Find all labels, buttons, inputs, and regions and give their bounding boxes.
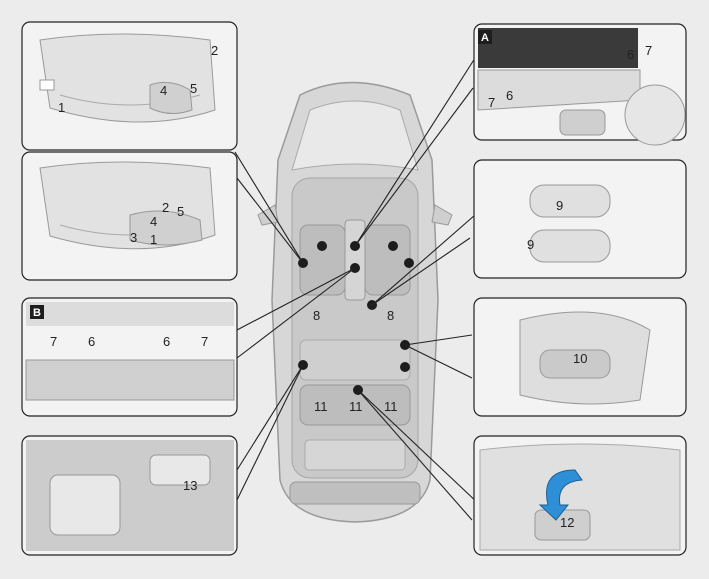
panel-rear-console: B 7 6 6 7 [21,297,238,417]
door-switch-label-13: 13 [183,478,197,493]
seat-manual-label-5: 5 [177,204,184,219]
panel-center-console: A 6 7 7 6 [473,23,687,146]
console-b-label-6-left: 6 [88,334,95,349]
seat-manual-label-1: 1 [150,232,157,247]
panel-seat-memory: 9 9 [473,159,687,279]
seat-manual-label-3: 3 [130,230,137,245]
panel-tag [478,30,492,44]
panel-tag-b: B [33,307,41,319]
panel-rear-seat: 12 [473,435,687,556]
callout-lines [234,54,481,521]
panel-door-switch: 13 [21,435,238,556]
marker-dot [317,241,327,251]
seat-power-label-5: 5 [190,81,197,96]
console-b-label-6-right: 6 [163,334,170,349]
rear-seat-label-12: 12 [560,515,574,530]
car-top-view: 8 8 11 11 11 [257,81,453,523]
marker-dot [388,241,398,251]
seat-memory-label-9-top: 9 [556,198,563,213]
console-a-label-6-right: 6 [627,47,634,62]
console-b-label-7-right: 7 [201,334,208,349]
seat-power-label-1: 1 [58,100,65,115]
vehicle-label-11-center: 11 [349,399,363,414]
vehicle-label-11-right: 11 [384,399,398,414]
panel-seat-power: 1 2 4 5 [21,21,238,151]
vehicle-label-8-right: 8 [387,308,394,323]
fold-arrow-icon [538,469,583,521]
console-b-label-7-left: 7 [50,334,57,349]
marker-dot [404,258,414,268]
marker-dot [400,362,410,372]
seat-power-label-2: 2 [211,43,218,58]
vehicle-label-11-left: 11 [314,399,328,414]
seat-memory-label-9-bottom: 9 [527,237,534,252]
panel-seat-manual: 2 4 5 3 1 [21,151,238,281]
panel-tag [30,305,44,319]
seat-power-label-4: 4 [160,83,167,98]
console-a-label-7-left: 7 [488,95,495,110]
vehicle-label-8-left: 8 [313,308,320,323]
seat-manual-label-2: 2 [162,200,169,215]
side-lever-label-10: 10 [573,351,587,366]
panel-side-lever: 10 [473,297,687,417]
seat-manual-label-4: 4 [150,214,157,229]
panel-tag-a: A [481,32,489,44]
console-a-label-7-right: 7 [645,43,652,58]
console-a-label-6-left: 6 [506,88,513,103]
